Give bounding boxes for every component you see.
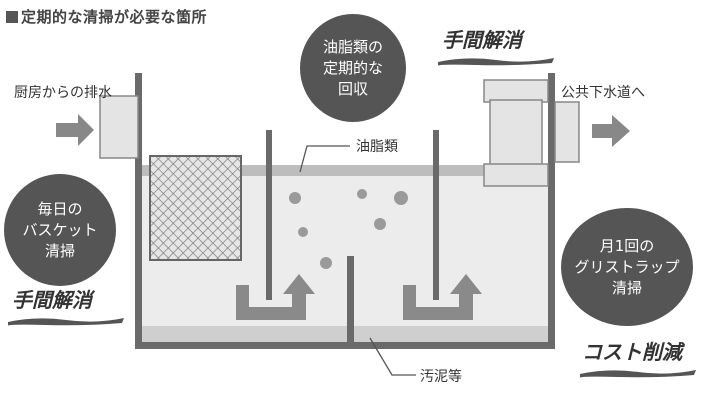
- outlet-label: 公共下水道へ: [561, 85, 645, 101]
- grease-dot: [374, 218, 386, 230]
- bubble-grease-recovery: 油脂類の 定期的な 回収: [300, 14, 406, 122]
- sludge-leader-line: [369, 337, 416, 376]
- grease-dot: [298, 227, 308, 237]
- badge-left: 手間解消: [6, 284, 126, 328]
- basket: [149, 155, 242, 261]
- grease-dot: [320, 257, 332, 269]
- outlet-pipe-bottom: [483, 163, 549, 187]
- badge-left-text: 手間解消: [12, 288, 92, 312]
- badge-top-right: 手間解消: [436, 24, 556, 68]
- grease-dot: [394, 191, 408, 205]
- sludge-label: 汚泥等: [420, 369, 462, 385]
- outlet-arrow-icon: [592, 115, 630, 147]
- flow-arrow-left: [236, 274, 315, 320]
- baffle-right: [433, 130, 439, 300]
- square-bullet-icon: [6, 11, 18, 23]
- title-text: 定期的な清掃が必要な箇所: [21, 8, 208, 26]
- outlet-pipe-body: [489, 99, 543, 167]
- outlet-pipe-top: [483, 79, 549, 103]
- brush-stroke-icon: [579, 370, 696, 378]
- brush-stroke-icon: [437, 58, 554, 66]
- flow-arrow-right: [403, 274, 482, 320]
- grease-dot: [357, 189, 367, 199]
- inlet-label: 厨房からの排水: [14, 85, 112, 101]
- bubble-basket: 毎日の バスケット 清掃: [4, 174, 116, 286]
- bubble-grease-recovery-text: 油脂類の 定期的な 回収: [322, 37, 383, 98]
- badge-top-right-text: 手間解消: [442, 28, 522, 52]
- badge-bottom-right: コスト削減: [578, 336, 698, 386]
- tank-right-wall: [548, 73, 555, 348]
- tank-floor: [135, 342, 555, 349]
- bubble-monthly-text: 月1回の グリストラップ 清掃: [574, 236, 680, 297]
- tank-left-wall: [135, 73, 142, 348]
- grease-leader-line: [299, 145, 350, 173]
- inlet-arrow-icon: [56, 114, 94, 146]
- baffle-center: [347, 256, 354, 348]
- grease-layer: [141, 165, 549, 176]
- bubble-basket-text: 毎日の バスケット 清掃: [22, 199, 98, 260]
- baffle-left: [266, 130, 272, 300]
- section-title: 定期的な清掃が必要な箇所: [6, 6, 207, 27]
- brush-stroke-icon: [7, 318, 124, 326]
- badge-bottom-right-text: コスト削減: [582, 340, 682, 364]
- sludge-layer: [141, 326, 549, 342]
- grease-label: 油脂類: [356, 139, 398, 155]
- grease-dot: [289, 192, 301, 204]
- bubble-monthly: 月1回の グリストラップ 清掃: [561, 208, 693, 326]
- inlet-pipe: [99, 95, 139, 159]
- outlet-pipe-side: [554, 101, 580, 163]
